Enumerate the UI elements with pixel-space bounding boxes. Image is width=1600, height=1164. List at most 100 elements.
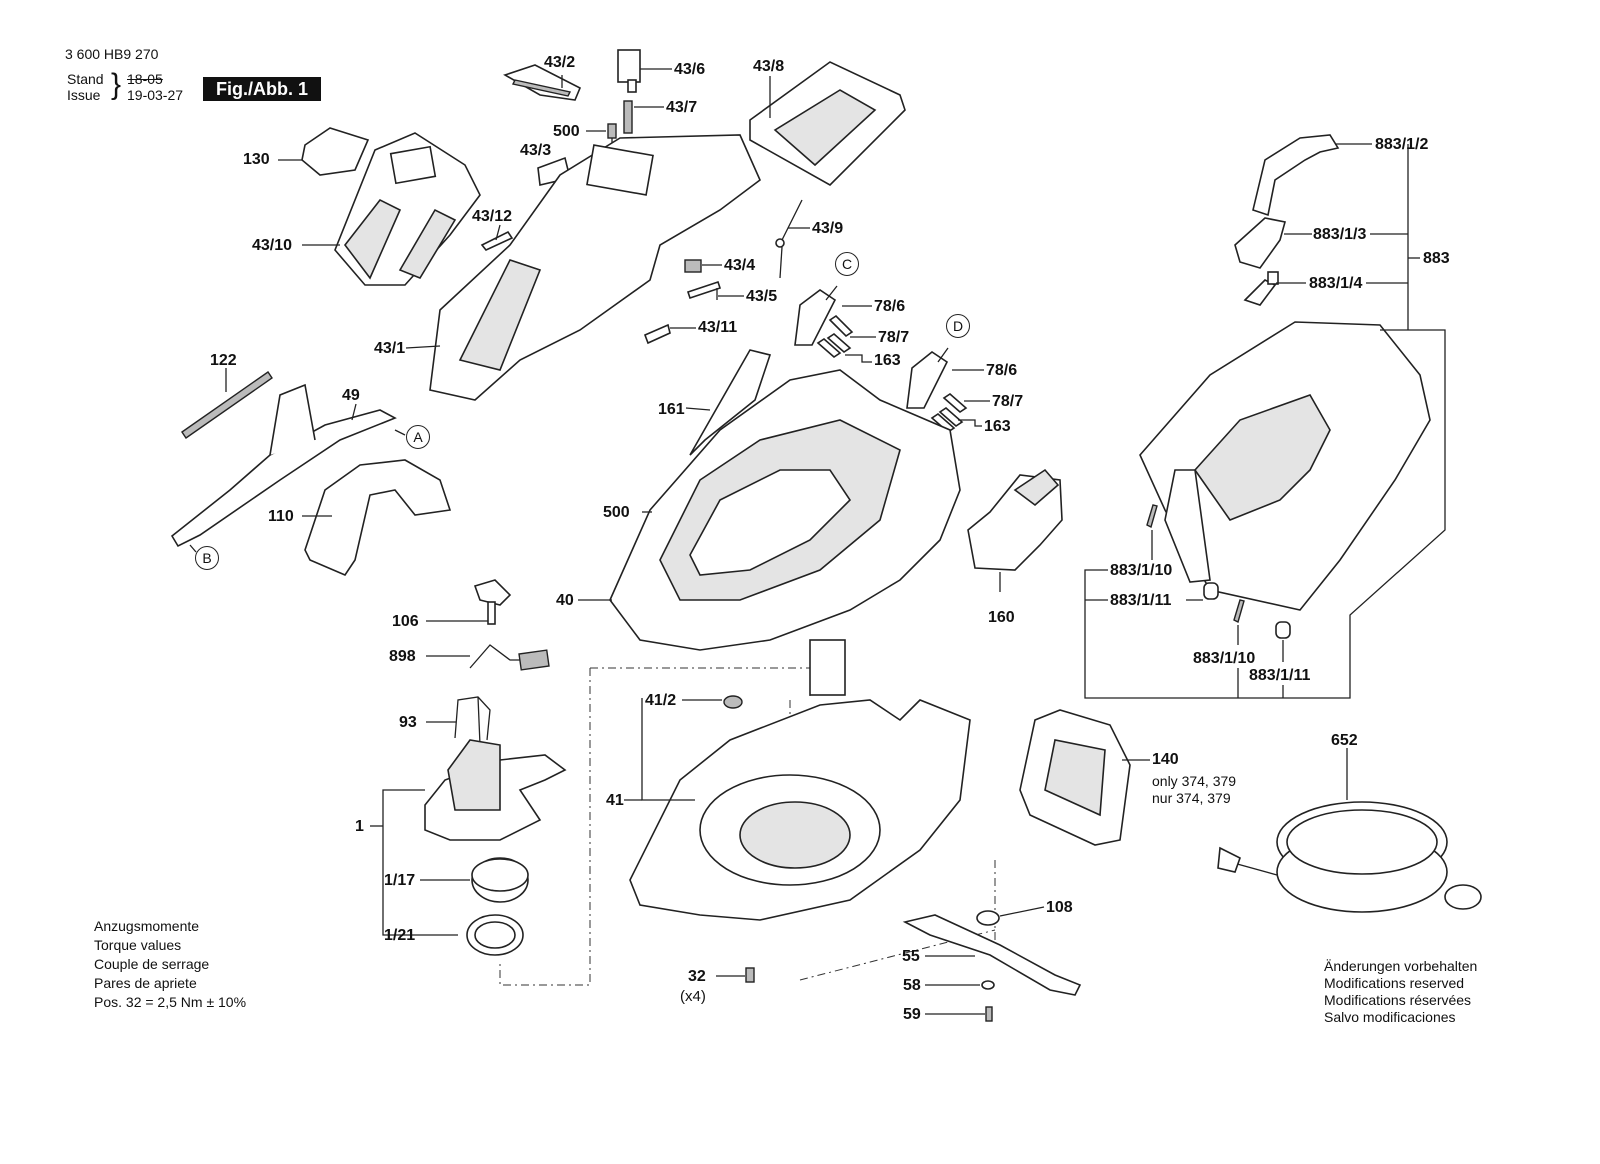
part-label-883-1-10-bottom: 883/1/10	[1193, 650, 1256, 667]
part-883-grass-box-drawing	[1139, 321, 1431, 611]
modification-line-fr: Modifications réservées	[1324, 992, 1472, 1008]
part-label-78-6-c: 78/6	[874, 298, 906, 315]
part-1-motor-drawing	[424, 739, 567, 841]
part-43-5-drawing	[686, 280, 722, 300]
part-883-1-3-drawing	[1234, 217, 1287, 269]
part-43-7-drawing	[623, 100, 633, 134]
issue-date: 19-03-27	[127, 87, 184, 103]
torque-line-es: Pares de apriete	[94, 975, 197, 991]
part-55-blade-drawing	[902, 914, 1082, 996]
part-110-drawing	[304, 459, 452, 576]
part-label-1: 1	[355, 818, 364, 835]
part-label-43-10: 43/10	[252, 237, 293, 254]
part-78-6-c-drawing	[794, 289, 854, 359]
reference-a: A	[406, 425, 430, 449]
part-161-drawing	[689, 349, 772, 456]
part-43-6-drawing	[617, 49, 641, 93]
part-label-883-1-3: 883/1/3	[1313, 226, 1367, 243]
part-label-1-21: 1/21	[384, 927, 416, 944]
part-label-130: 130	[243, 151, 270, 168]
part-883-1-10-drawing	[1146, 504, 1245, 624]
part-130-drawing	[301, 127, 370, 176]
part-label-78-7-c: 78/7	[878, 329, 910, 346]
part-49-drawing	[170, 383, 397, 548]
part-32-quantity: (x4)	[680, 988, 706, 1005]
document-number: 3 600 HB9 270	[65, 46, 159, 62]
modification-line-es: Salvo modificaciones	[1324, 1009, 1456, 1025]
part-78-6-d-drawing	[906, 351, 968, 434]
part-122-drawing	[181, 371, 273, 439]
part-140-drawing	[1019, 709, 1131, 846]
part-43-9-drawing	[775, 199, 803, 279]
part-label-122: 122	[210, 352, 237, 369]
part-43-4-drawing	[684, 259, 702, 273]
part-label-883-1-10-left: 883/1/10	[1110, 562, 1173, 579]
part-652-cable-drawing	[1217, 801, 1482, 913]
torque-line-de: Anzugsmomente	[94, 918, 200, 934]
part-label-59: 59	[903, 1006, 921, 1023]
reference-b: B	[195, 546, 219, 570]
part-label-1-17: 1/17	[384, 872, 416, 889]
issue-label: Issue	[67, 87, 101, 103]
part-label-78-6-d: 78/6	[986, 362, 1018, 379]
part-label-883: 883	[1423, 250, 1450, 267]
part-43-2-drawing	[503, 64, 582, 101]
part-1-17-pulley-drawing	[471, 857, 529, 903]
part-label-43-4: 43/4	[724, 257, 756, 274]
part-label-898: 898	[389, 648, 416, 665]
part-43-12-drawing	[480, 230, 514, 251]
part-label-883-1-11-bottom: 883/1/11	[1249, 667, 1311, 684]
modification-line-en: Modifications reserved	[1324, 975, 1465, 991]
part-label-43-2: 43/2	[544, 54, 576, 71]
part-label-93: 93	[399, 714, 417, 731]
part-label-43-1: 43/1	[374, 340, 406, 357]
torque-line-en: Torque values	[94, 937, 182, 953]
part-label-110: 110	[268, 508, 294, 525]
part-106-drawing	[473, 579, 512, 625]
part-label-883-1-11-left: 883/1/11	[1110, 592, 1172, 609]
part-43-1-drawing	[429, 134, 761, 401]
part-label-55: 55	[902, 948, 920, 965]
part-32-screw-drawing	[745, 967, 755, 983]
part-label-43-9: 43/9	[812, 220, 844, 237]
part-label-163-c: 163	[874, 352, 901, 369]
part-label-32: 32	[688, 968, 706, 985]
part-58-drawing	[981, 980, 995, 990]
part-label-78-7-d: 78/7	[992, 393, 1024, 410]
part-41-deck-drawing	[629, 639, 971, 921]
part-883-1-11-drawing	[1203, 582, 1291, 639]
part-label-43-11: 43/11	[698, 319, 738, 336]
part-160-drawing	[967, 468, 1063, 571]
part-label-161: 161	[658, 401, 685, 418]
part-label-49: 49	[342, 387, 360, 404]
part-label-43-6: 43/6	[674, 61, 706, 78]
leader-lines	[189, 68, 1446, 1015]
part-label-500-top: 500	[553, 123, 580, 140]
part-label-41-2: 41/2	[645, 692, 677, 709]
part-label-883-1-4: 883/1/4	[1309, 275, 1363, 292]
figure-label: Fig./Abb. 1	[203, 77, 321, 101]
brace-icon: }	[111, 68, 122, 101]
part-41-2-drawing	[723, 695, 743, 709]
part-label-41: 41	[606, 792, 624, 809]
part-label-140: 140	[1152, 751, 1179, 768]
part-883-1-4-drawing	[1243, 271, 1279, 306]
part-93-drawing	[454, 696, 491, 746]
modification-line-de: Änderungen vorbehalten	[1324, 958, 1478, 974]
part-label-652: 652	[1331, 732, 1358, 749]
part-883-1-2-drawing	[1252, 134, 1340, 217]
part-label-40: 40	[556, 592, 574, 609]
stand-label: Stand	[67, 71, 104, 87]
reference-c: C	[835, 252, 859, 276]
part-140-note-nur: nur 374, 379	[1152, 790, 1231, 806]
part-label-43-3: 43/3	[520, 142, 552, 159]
torque-line-fr: Couple de serrage	[94, 956, 210, 972]
part-40-drawing	[609, 369, 961, 651]
part-label-108: 108	[1046, 899, 1073, 916]
part-43-8-drawing	[749, 61, 906, 186]
part-108-drawing	[976, 910, 1000, 926]
part-label-106: 106	[392, 613, 419, 630]
part-label-160: 160	[988, 609, 1015, 626]
reference-d: D	[946, 314, 970, 338]
